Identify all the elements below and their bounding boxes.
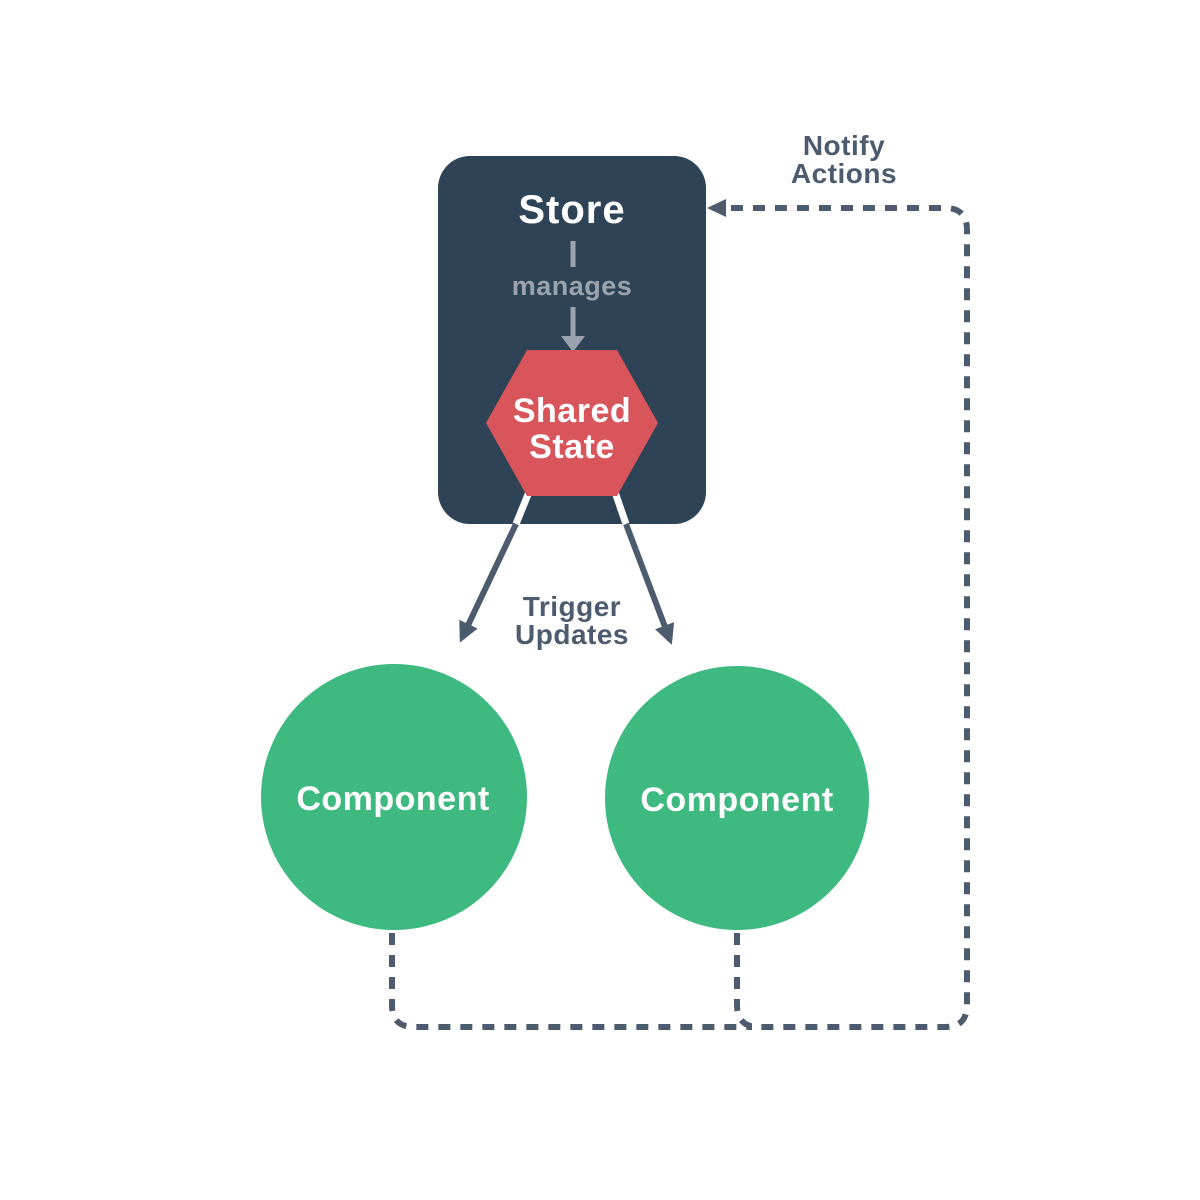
shared-state-hexagon bbox=[486, 350, 658, 496]
manages-arrowhead-icon bbox=[561, 336, 585, 352]
trigger-label-line1: Trigger bbox=[523, 591, 621, 622]
notify-label-line2: Actions bbox=[791, 158, 897, 189]
manages-label: manages bbox=[512, 271, 633, 301]
component-circle-left bbox=[261, 664, 527, 930]
trigger-edge-right bbox=[623, 522, 675, 645]
component-label-left: Component bbox=[296, 780, 489, 818]
notify-label-line1: Notify bbox=[803, 130, 885, 161]
trigger-stub-right bbox=[611, 490, 630, 526]
trigger-stub-left bbox=[512, 490, 533, 526]
trigger-label-line2: Updates bbox=[515, 619, 629, 650]
notify-arrowhead-icon bbox=[707, 199, 726, 217]
shared-state-label-line2: State bbox=[529, 428, 615, 466]
shared-state-label-line1: Shared bbox=[513, 392, 631, 430]
trigger-edge-left bbox=[459, 522, 519, 643]
component-circle-right bbox=[605, 666, 869, 930]
notify-edge-to-store bbox=[728, 205, 970, 1030]
notify-edge-left-component bbox=[389, 933, 752, 1030]
store-title: Store bbox=[518, 188, 625, 232]
component-label-right: Component bbox=[640, 781, 833, 819]
